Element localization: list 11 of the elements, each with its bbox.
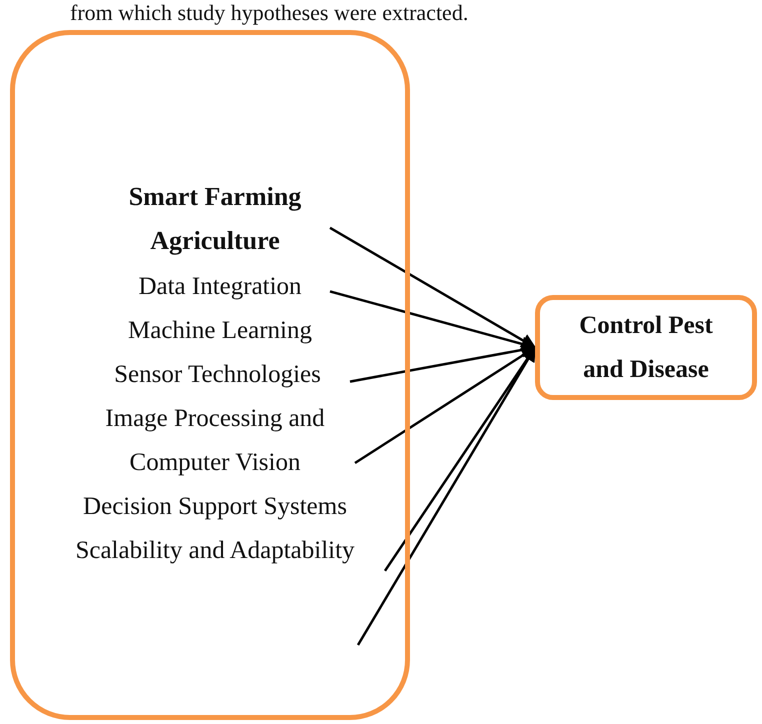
factor-label: Sensor Technologies <box>85 353 350 397</box>
factor-label: Image Processing and Computer Vision <box>75 397 355 485</box>
factor-label: Machine Learning <box>100 309 340 353</box>
factor-label: Scalability and Adaptability <box>45 529 385 573</box>
factor-label: Data Integration <box>110 265 330 309</box>
arrow <box>329 226 536 349</box>
caption-text: from which study hypotheses were extracted. <box>70 0 468 26</box>
group-frame <box>10 30 410 720</box>
outcome-box: Control Pest and Disease <box>535 295 757 400</box>
group-heading: Smart Farming Agriculture <box>100 175 330 263</box>
factor-label: Decision Support Systems <box>50 485 380 529</box>
